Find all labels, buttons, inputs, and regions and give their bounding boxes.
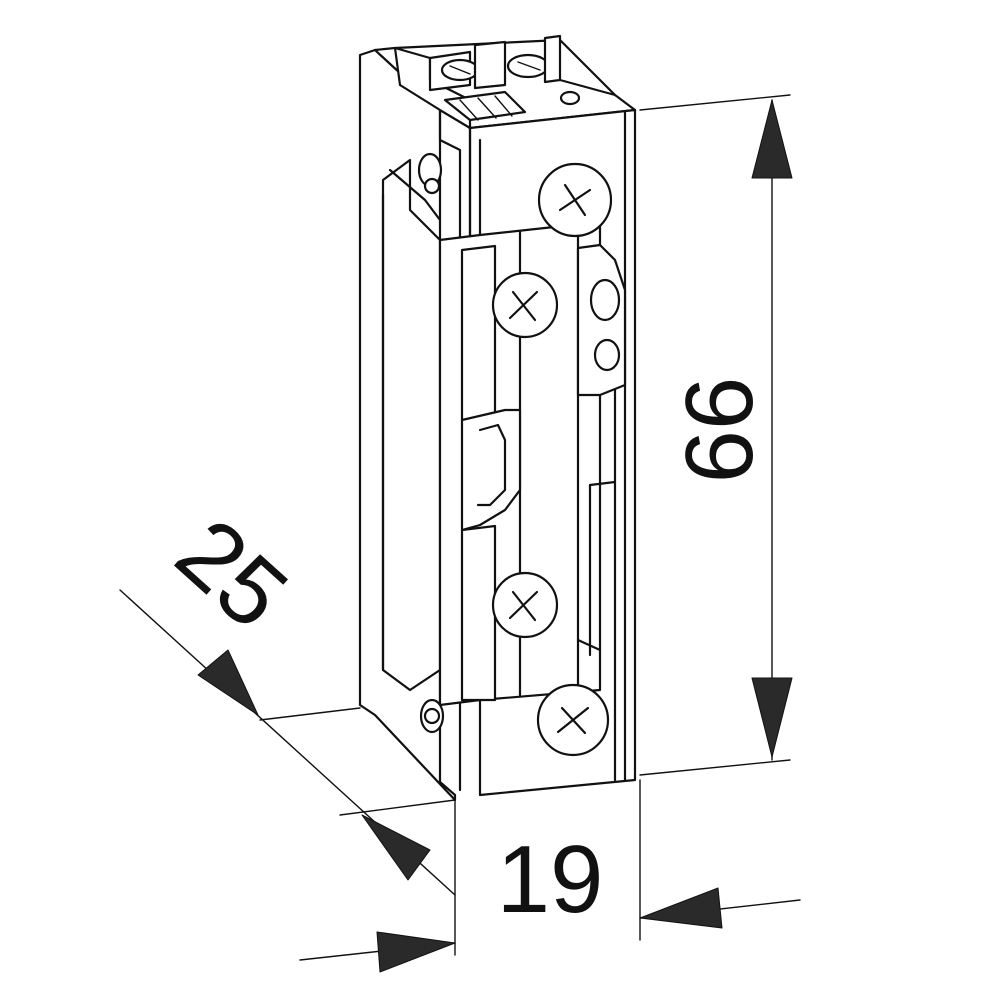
dimension-height: 66: [639, 94, 793, 776]
dimension-width: 19: [299, 779, 801, 973]
lock-body: [358, 34, 637, 802]
arrow-down-left-icon: [197, 649, 259, 716]
screw-top-icon: [537, 162, 613, 238]
height-label: 66: [666, 377, 773, 484]
arrow-left-icon: [639, 887, 723, 929]
latch: [381, 152, 445, 734]
screw-lower-middle-icon: [491, 571, 559, 639]
strike-plate: [438, 220, 627, 707]
arrow-up-right-icon: [361, 814, 431, 881]
arrow-right-icon: [376, 931, 456, 973]
screw-upper-middle-icon: [491, 271, 559, 339]
terminal-block: [393, 34, 617, 130]
screws: [491, 162, 613, 757]
screw-bottom-icon: [536, 683, 610, 757]
arrow-up-icon: [751, 99, 793, 179]
width-label: 19: [497, 826, 604, 933]
arrow-down-icon: [751, 677, 793, 758]
depth-label: 25: [156, 498, 307, 649]
